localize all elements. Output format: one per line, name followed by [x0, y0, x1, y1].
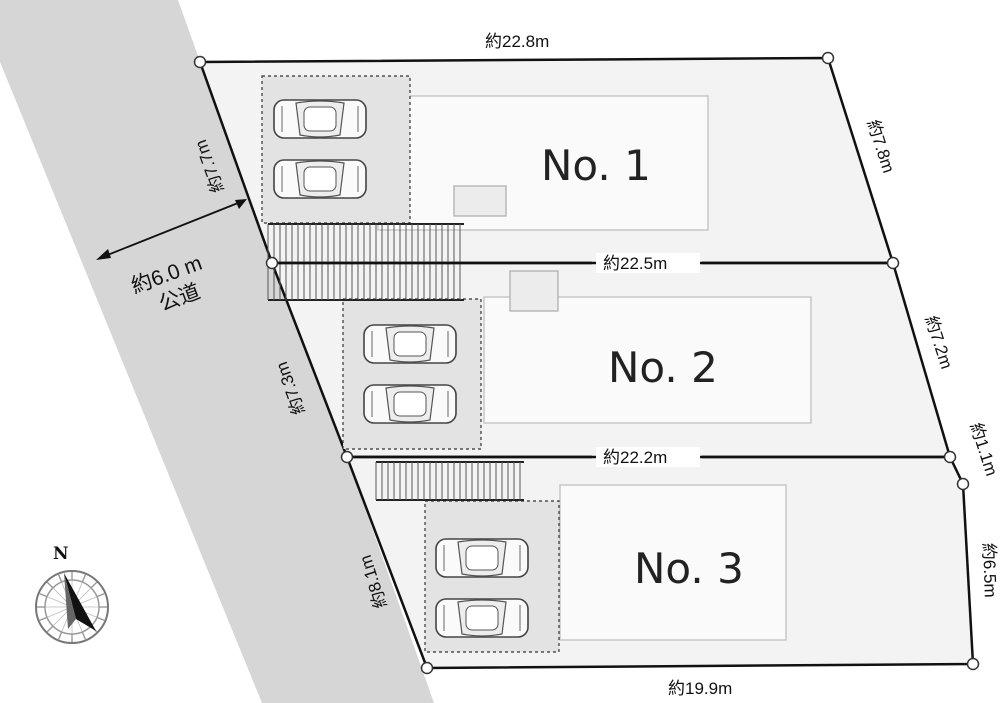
- dim-divider-2-3: 約22.2m: [603, 448, 667, 467]
- car-3b: [435, 598, 529, 638]
- building-2: [483, 296, 812, 424]
- road-width-arrow: [96, 199, 247, 260]
- car-1b: [273, 159, 367, 199]
- lot-3-label: No. 3: [634, 544, 744, 593]
- dim-right-1: 約7.8m: [863, 117, 898, 175]
- boundary-markers: [193, 51, 980, 675]
- public-road: [0, 0, 434, 703]
- north-arrow-icon: [64, 573, 96, 631]
- dim-divider-1-2: 約22.5m: [603, 254, 667, 273]
- north-letter: N: [53, 544, 69, 564]
- car-2a: [363, 324, 457, 364]
- dim-top: 約22.8m: [485, 32, 549, 51]
- dim-right-2: 約7.2m: [921, 313, 956, 371]
- lot-1-label: No. 1: [541, 141, 651, 190]
- building-1: [377, 95, 709, 231]
- car-1a: [273, 99, 367, 139]
- building-1-entrance: [453, 185, 507, 217]
- building-2-entrance: [509, 270, 559, 312]
- building-3: [559, 484, 787, 641]
- north-compass: N: [35, 544, 109, 644]
- dim-right-jog: 約1.1m: [966, 420, 1000, 478]
- parking-1: [261, 75, 411, 224]
- dim-bottom: 約19.9m: [668, 679, 732, 698]
- lot-2-label: No. 2: [608, 343, 718, 392]
- dim-right-3: 約6.5m: [979, 542, 1000, 597]
- car-3a: [435, 538, 529, 578]
- access-stripes-3: [375, 461, 524, 501]
- parking-2: [342, 298, 482, 450]
- car-2b: [363, 384, 457, 424]
